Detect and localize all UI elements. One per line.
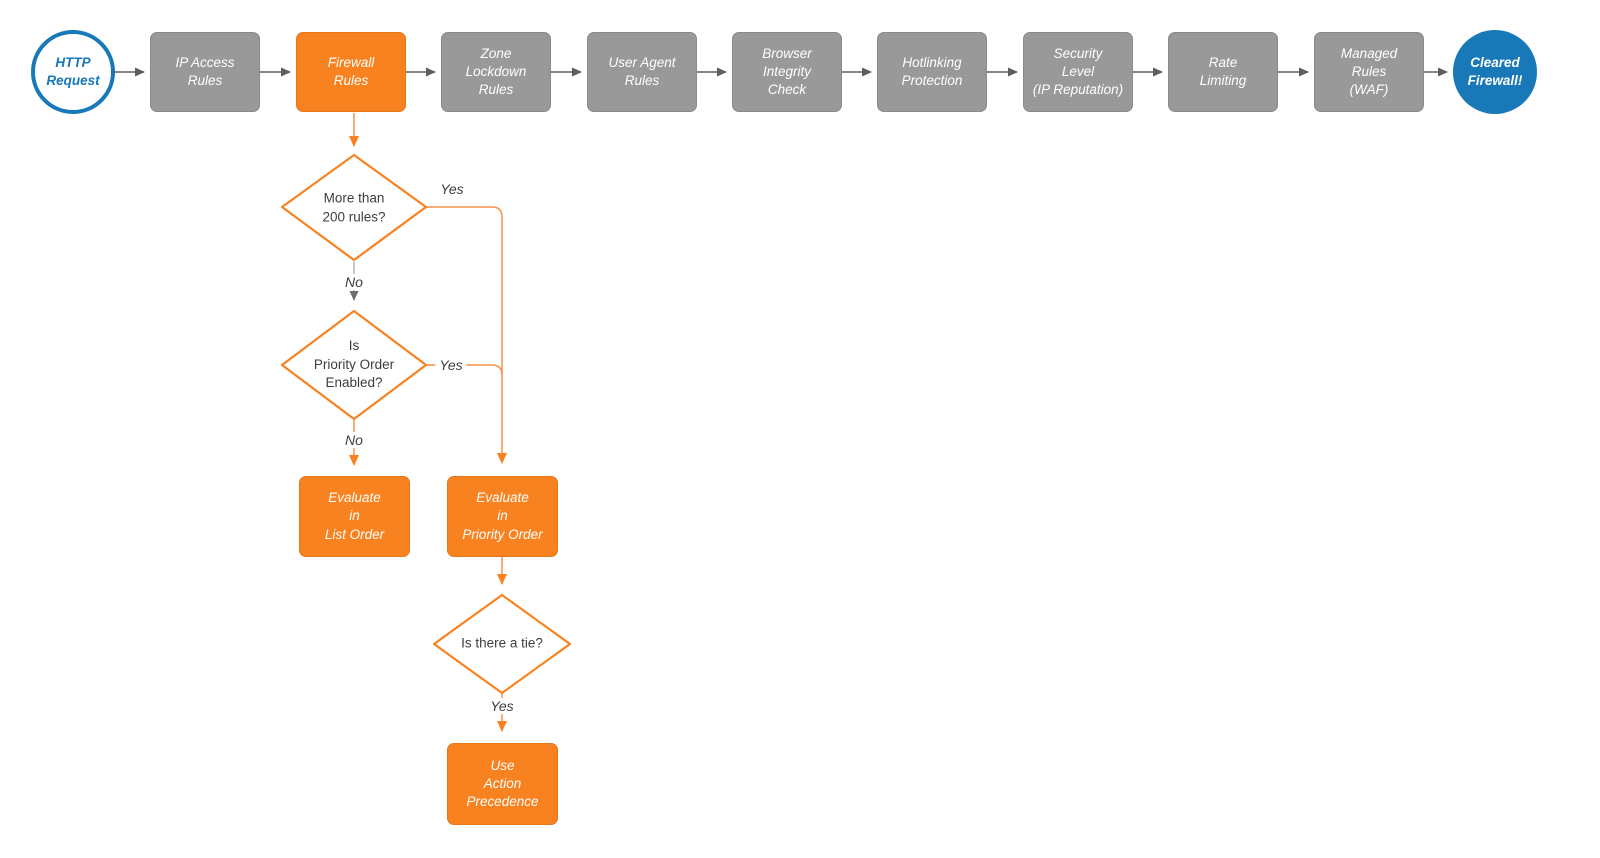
step-user-agent-rules: User Agent Rules — [587, 32, 697, 112]
edge-label-decision3-yes: Yes — [486, 698, 518, 714]
edge-label-decision2-no: No — [341, 432, 367, 448]
connector-decision2-yes — [426, 364, 503, 376]
decision-diamond-is-there-a-tie — [432, 593, 572, 695]
step-label: Firewall Rules — [327, 55, 375, 88]
decision-more-than-200-rules-label: More than 200 rules? — [322, 190, 386, 224]
step-rate-limiting: Rate Limiting — [1168, 32, 1278, 112]
end-node-cleared-firewall: Cleared Firewall! — [1453, 30, 1537, 114]
start-node-label: HTTP Request — [46, 55, 100, 88]
step-label: Browser Integrity Check — [762, 46, 812, 97]
step-hotlinking-protection: Hotlinking Protection — [877, 32, 987, 112]
step-label: Rate Limiting — [1199, 55, 1247, 88]
step-security-level-ip-reputation: Security Level (IP Reputation) — [1023, 32, 1133, 112]
end-node-label: Cleared Firewall! — [1467, 55, 1523, 88]
action-use-action-precedence: Use Action Precedence — [447, 743, 558, 825]
step-managed-rules-waf: Managed Rules (WAF) — [1314, 32, 1424, 112]
decision-diamond-more-than-200-rules — [280, 153, 428, 262]
edge-label-decision2-yes: Yes — [435, 357, 467, 373]
action-label: Evaluate in List Order — [324, 490, 385, 542]
step-label: Security Level (IP Reputation) — [1032, 46, 1124, 97]
step-zone-lockdown-rules: Zone Lockdown Rules — [441, 32, 551, 112]
edge-label-decision1-no: No — [341, 274, 367, 290]
action-label: Evaluate in Priority Order — [462, 490, 543, 542]
step-label: Hotlinking Protection — [901, 55, 963, 88]
decision-diamond-priority-order-enabled — [280, 309, 428, 421]
step-label: Managed Rules (WAF) — [1340, 46, 1398, 97]
action-evaluate-in-priority-order: Evaluate in Priority Order — [447, 476, 558, 557]
start-node-http-request: HTTP Request — [31, 30, 115, 114]
step-browser-integrity-check: Browser Integrity Check — [732, 32, 842, 112]
decision-priority-order-enabled-label: Is Priority Order Enabled? — [313, 338, 395, 391]
connector-decision1-yes — [426, 206, 507, 464]
action-label: Use Action Precedence — [466, 757, 539, 810]
step-label: User Agent Rules — [608, 55, 676, 88]
step-ip-access-rules: IP Access Rules — [150, 32, 260, 112]
step-label: IP Access Rules — [175, 55, 235, 88]
step-label: Zone Lockdown Rules — [465, 46, 527, 97]
step-firewall-rules: Firewall Rules — [296, 32, 406, 112]
decision-is-there-a-tie-label: Is there a tie? — [461, 635, 543, 651]
edge-label-decision1-yes: Yes — [436, 181, 468, 197]
action-evaluate-in-list-order: Evaluate in List Order — [299, 476, 410, 557]
